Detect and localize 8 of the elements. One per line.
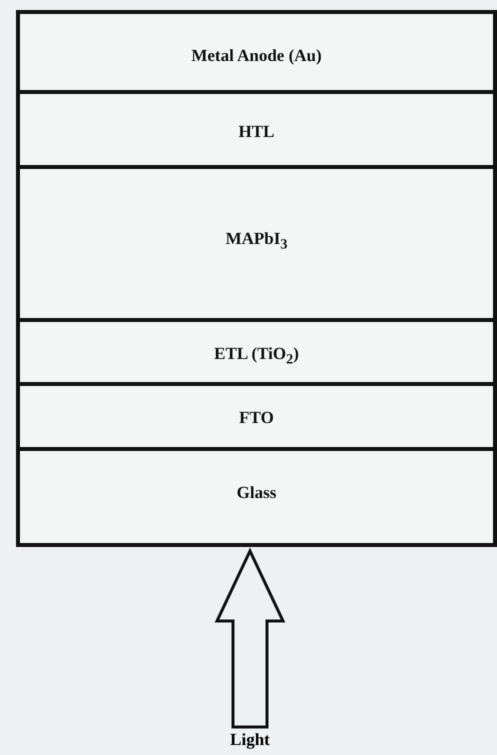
layer-label: ETL (TiO$_{2}$) [214, 344, 299, 368]
layer-label: MAPbI$_{3}$ [226, 229, 288, 254]
layer-label: Metal Anode (Au) [191, 46, 322, 66]
layer-label: Glass [236, 483, 276, 503]
layer-label: FTO [239, 408, 274, 428]
light-label: Light [230, 730, 270, 749]
layer-label: HTL [238, 122, 274, 142]
block-arrow [214, 547, 286, 728]
